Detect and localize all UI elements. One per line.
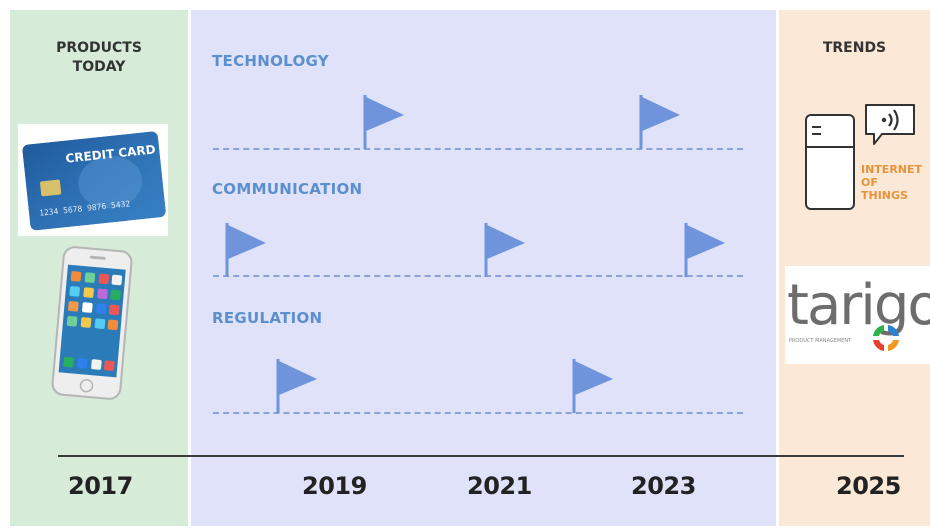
fridge-icon (805, 114, 855, 210)
flag-icon (363, 95, 404, 149)
tarigo-logo: tarigo PRODUCT MANAGEMENT (785, 266, 930, 364)
products-today-heading: PRODUCTS TODAY (56, 40, 142, 75)
year-label-2025: 2025 (836, 472, 901, 500)
timeline-axis (58, 455, 904, 457)
flag-icon (684, 223, 725, 277)
iot-label-line-1: INTERNET (861, 163, 923, 176)
wireless-signal-icon (865, 104, 915, 145)
roadmap-panel (191, 10, 776, 526)
iot-label-line-2: OF (861, 176, 878, 189)
home-button-icon (79, 379, 94, 393)
credit-card-image: CREDIT CARD 1234 5678 9876 5432 (18, 124, 168, 236)
flag-icon (225, 223, 266, 277)
card-chip (40, 179, 62, 197)
svg-text:PRODUCT MANAGEMENT: PRODUCT MANAGEMENT (789, 338, 852, 344)
lane-line-technology (213, 148, 743, 150)
svg-text:tarigo: tarigo (787, 273, 930, 338)
flag-icon (276, 359, 317, 413)
smartphone-image (51, 246, 133, 400)
flag-icon (484, 223, 525, 277)
trends-heading: TRENDS (822, 40, 887, 56)
year-label-2019: 2019 (302, 472, 367, 500)
lane-line-regulation (213, 412, 743, 414)
flag-icon (639, 95, 680, 149)
lane-title-technology: TECHNOLOGY (212, 52, 329, 70)
lane-title-communication: COMMUNICATION (212, 180, 363, 198)
year-label-2021: 2021 (467, 472, 532, 500)
lane-title-regulation: REGULATION (212, 309, 323, 327)
iot-label-line-3: THINGS (861, 189, 908, 202)
flag-icon (572, 359, 613, 413)
lane-line-communication (213, 275, 743, 277)
year-label-2017: 2017 (68, 472, 133, 500)
year-label-2023: 2023 (631, 472, 696, 500)
